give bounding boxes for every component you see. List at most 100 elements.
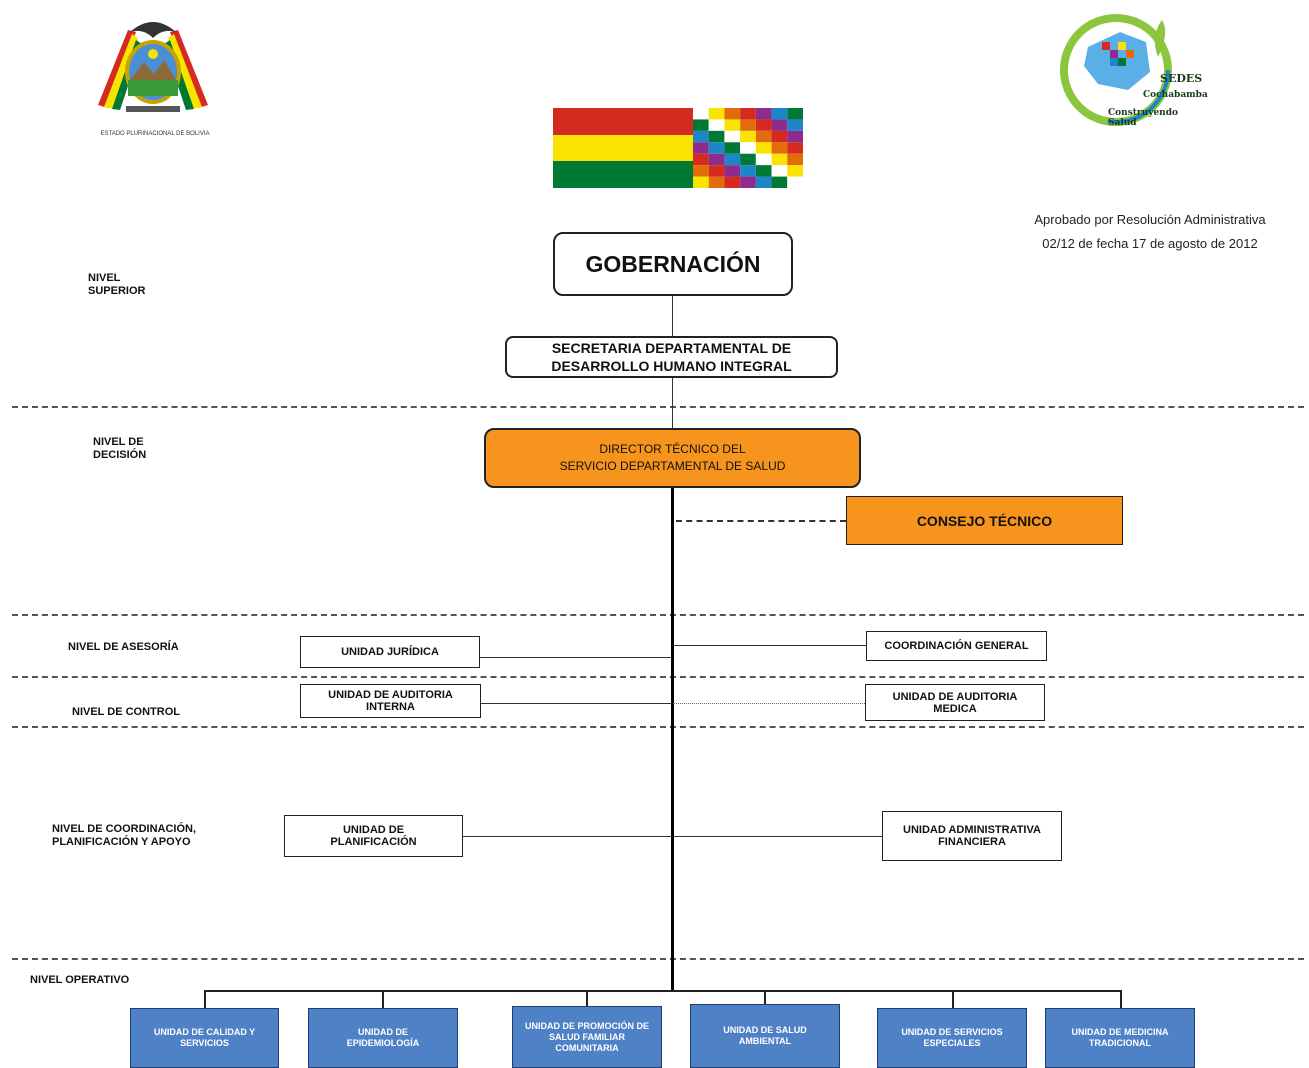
sedes-logo-icon (1060, 14, 1172, 126)
wiphala-square (693, 130, 709, 143)
wiphala-square (724, 142, 741, 154)
node-secretaria: SECRETARIA DEPARTAMENTAL DE DESARROLLO H… (505, 336, 838, 378)
approval-line1: Aprobado por Resolución Administrativa (1034, 212, 1266, 227)
wiphala-square (724, 153, 741, 166)
wiphala-square (724, 108, 741, 120)
wiphala-square (755, 176, 772, 188)
wiphala-square (755, 130, 772, 143)
connector-coordinacion-general (673, 645, 866, 646)
wiphala-square (724, 130, 741, 143)
operative-unit-servicios-especiales: UNIDAD DE SERVICIOS ESPECIALES (877, 1008, 1027, 1068)
wiphala-square (693, 153, 709, 166)
sedes-region: Cochabamba (1143, 90, 1208, 100)
separator-2 (12, 614, 1304, 616)
wiphala-square (708, 153, 725, 166)
node-director-line2: SERVICIO DEPARTAMENTAL DE SALUD (559, 459, 786, 473)
approval-text: Aprobado por Resolución Administrativa 0… (990, 208, 1309, 256)
wiphala-square (787, 142, 803, 154)
node-auditoria-medica: UNIDAD DE AUDITORIA MEDICA (865, 684, 1045, 721)
coat-of-arms-caption: ESTADO PLURINACIONAL DE BOLIVIA (100, 131, 210, 137)
wiphala-square (740, 108, 756, 120)
wiphala-square (724, 165, 741, 177)
connector-auditoria-medica (673, 703, 865, 704)
level-control: NIVEL DE CONTROL (72, 706, 180, 718)
coat-of-arms-icon (98, 22, 208, 112)
wiphala-square (787, 153, 803, 166)
wiphala-square (771, 176, 788, 188)
node-juridica: UNIDAD JURÍDICA (300, 636, 480, 668)
drop-3 (586, 990, 588, 1006)
separator-3 (12, 676, 1304, 678)
wiphala-square (740, 165, 756, 177)
wiphala-square (755, 153, 772, 166)
connector-gob-secretaria (672, 296, 673, 336)
node-gobernacion: GOBERNACIÓN (553, 232, 793, 296)
operative-unit-calidad: UNIDAD DE CALIDAD Y SERVICIOS (130, 1008, 279, 1068)
connector-auditoria-interna (481, 703, 672, 704)
connector-secretaria-director (672, 378, 673, 428)
drop-2 (382, 990, 384, 1008)
operative-unit-ambiental: UNIDAD DE SALUD AMBIENTAL (690, 1004, 840, 1068)
wiphala-square (771, 165, 788, 177)
wiphala-square (693, 165, 709, 177)
drop-4 (764, 990, 766, 1004)
drop-6 (1120, 990, 1122, 1008)
level-decision: NIVEL DE DECISIÓN (93, 436, 147, 461)
approval-line2: 02/12 de fecha 17 de agosto de 2012 (1042, 236, 1258, 251)
wiphala-square (787, 108, 803, 120)
wiphala-square (771, 142, 788, 154)
node-director-line1: DIRECTOR TÉCNICO DEL (599, 442, 746, 456)
connector-operative-bus (204, 990, 1122, 992)
separator-5 (12, 958, 1304, 960)
node-coordinacion-general: COORDINACIÓN GENERAL (866, 631, 1047, 661)
connector-consejo (676, 520, 846, 522)
wiphala-square (771, 119, 788, 131)
wiphala-square (708, 130, 725, 143)
level-coordinacion: NIVEL DE COORDINACIÓN, PLANIFICACIÓN Y A… (52, 823, 196, 849)
connector-planificacion (463, 836, 672, 837)
wiphala-square (708, 176, 725, 188)
wiphala-square (787, 165, 803, 177)
wiphala-square (787, 130, 803, 143)
wiphala-square (708, 119, 725, 131)
wiphala-square (708, 108, 725, 120)
drop-1 (204, 990, 206, 1008)
sedes-tagline: Construyendo Salud (1108, 108, 1179, 128)
wiphala-square (755, 108, 772, 120)
wiphala-square (740, 130, 756, 143)
coat-of-arms-logo (88, 10, 218, 128)
operative-unit-epidemiologia: UNIDAD DE EPIDEMIOLOGÍA (308, 1008, 458, 1068)
node-secretaria-line2: DESARROLLO HUMANO INTEGRAL (551, 358, 792, 374)
wiphala-square (771, 108, 788, 120)
operative-unit-promocion: UNIDAD DE PROMOCIÓN DE SALUD FAMILIAR CO… (512, 1006, 662, 1068)
wiphala-square (740, 142, 756, 154)
wiphala-square (787, 119, 803, 131)
level-coordinacion-line2: PLANIFICACIÓN Y APOYO (52, 836, 191, 848)
sedes-logo: SEDES Cochabamba Construyendo Salud (1058, 12, 1208, 137)
node-director: DIRECTOR TÉCNICO DEL SERVICIO DEPARTAMEN… (484, 428, 861, 488)
wiphala-square (724, 176, 741, 188)
bolivia-flag (553, 108, 693, 188)
wiphala-square (708, 165, 725, 177)
wiphala-flag (693, 108, 803, 188)
level-superior: NIVEL SUPERIOR (88, 272, 146, 297)
wiphala-square (693, 108, 709, 120)
level-operativo: NIVEL OPERATIVO (30, 974, 130, 986)
wiphala-square (693, 119, 709, 131)
wiphala-square (693, 142, 709, 154)
wiphala-square (740, 153, 756, 166)
wiphala-square (787, 176, 803, 188)
separator-4 (12, 726, 1304, 728)
separator-1 (12, 406, 1304, 408)
wiphala-square (740, 119, 756, 131)
node-secretaria-line1: SECRETARIA DEPARTAMENTAL DE (551, 340, 792, 356)
wiphala-square (755, 119, 772, 131)
wiphala-square (740, 176, 756, 188)
node-planificacion: UNIDAD DE PLANIFICACIÓN (284, 815, 463, 857)
wiphala-square (771, 153, 788, 166)
drop-5 (952, 990, 954, 1008)
connector-juridica (479, 657, 672, 658)
node-consejo: CONSEJO TÉCNICO (846, 496, 1123, 545)
wiphala-square (708, 142, 725, 154)
wiphala-square (755, 142, 772, 154)
